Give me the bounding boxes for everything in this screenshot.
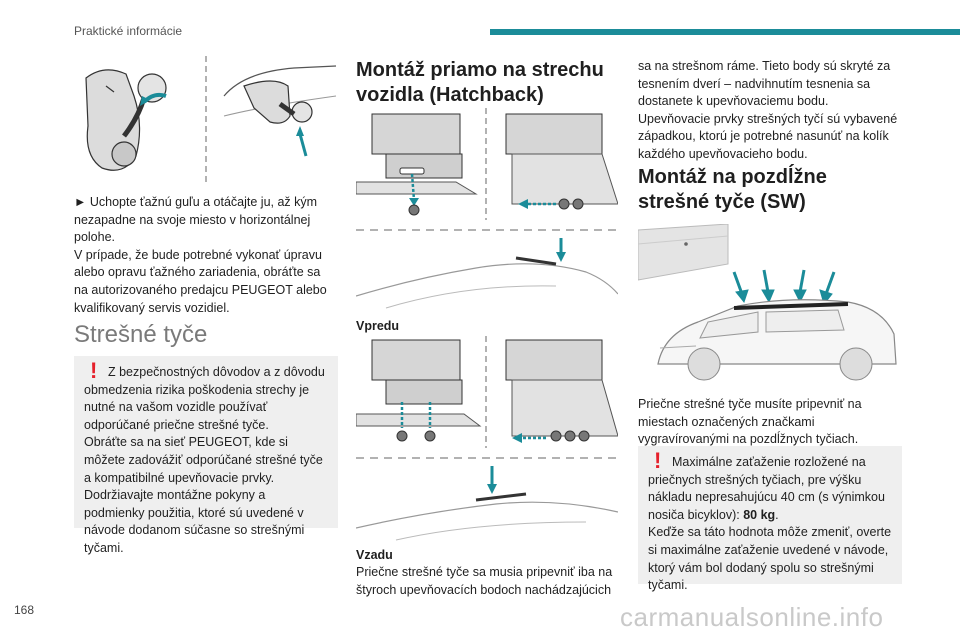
front-mount-illustration	[356, 108, 618, 309]
section-title: Praktické informácie	[74, 24, 183, 38]
warning-exclamation-icon: !	[90, 358, 98, 383]
hatchback-heading: Montáž priamo na strechu vozidla (Hatchb…	[356, 59, 604, 106]
load-warning-text-a: Maximálne zaťaženie rozložené na priečny…	[648, 455, 885, 522]
load-warning-text-2: Keďže sa táto hodnota môže zmeniť, overt…	[648, 525, 892, 593]
service-note: V prípade, že bude potrebné vykonať úpra…	[74, 247, 327, 315]
warning-text-3: Dodržiavajte montážne pokyny a podmienky…	[84, 488, 305, 555]
header-accent-bar	[490, 29, 960, 35]
sw-text: Priečne strešné tyče musíte pripevniť na…	[638, 397, 862, 447]
roof-bars-heading: Strešné tyče	[74, 321, 208, 348]
warning-text-2: Obráťte sa na sieť PEUGEOT, kde si môžet…	[84, 435, 323, 485]
hatchback-text: Priečne strešné tyče sa musia pripevniť …	[356, 565, 613, 597]
page-number: 168	[14, 603, 35, 617]
rear-label: Vzadu	[356, 548, 393, 562]
rear-mount-illustration	[356, 336, 618, 541]
sw-roof-rails-illustration	[638, 224, 897, 381]
warning-text-1: Z bezpečnostných dôvodov a z dôvodu obme…	[84, 365, 325, 432]
sw-heading: Montáž na pozdĺžne strešné tyče (SW)	[638, 166, 827, 213]
load-warning-text-c: .	[775, 507, 779, 522]
fastening-latch-text: Upevňovacie prvky strešných tyčí sú vyba…	[638, 111, 898, 161]
tow-ball-instruction: ► Uchopte ťažnú guľu a otáčajte ju, až k…	[74, 195, 318, 245]
load-warning-box: ! Maximálne zaťaženie rozložené na prieč…	[638, 446, 902, 592]
fastening-points-text: sa na strešnom ráme. Tieto body sú skryt…	[638, 59, 891, 109]
max-load-value: 80 kg	[743, 507, 776, 522]
roof-bars-warning-box: ! Z bezpečnostných dôvodov a z dôvodu ob…	[74, 356, 338, 555]
warning-exclamation-icon: !	[654, 448, 662, 473]
watermark: carmanualsonline.info	[620, 602, 884, 632]
front-label: Vpredu	[356, 319, 400, 333]
load-warning-text-1: Maximálne zaťaženie rozložené na priečny…	[648, 454, 892, 524]
tow-ball-illustration	[85, 56, 337, 186]
